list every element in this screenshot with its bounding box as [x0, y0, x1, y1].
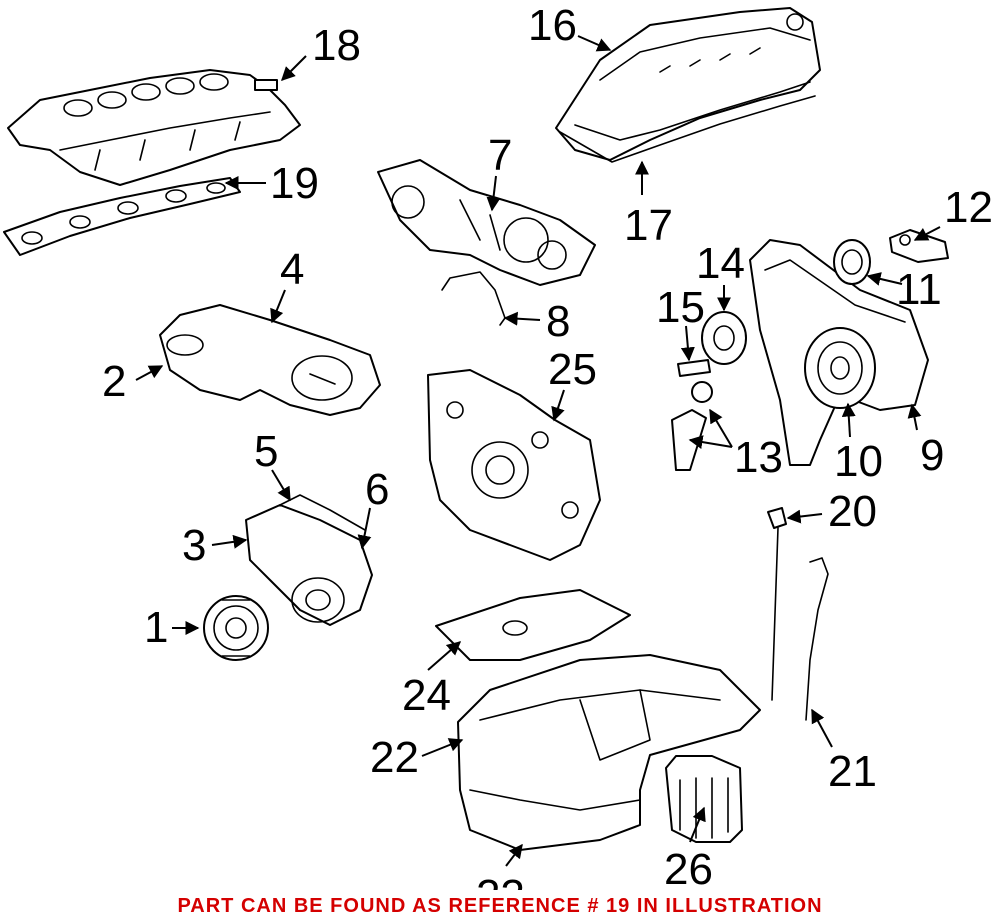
part-oil-baffle — [435, 589, 631, 661]
callout-22: 22 — [370, 733, 419, 782]
part-belt-pulley — [804, 327, 876, 409]
part-intake-gasket — [3, 177, 241, 256]
part-sensor — [671, 381, 713, 471]
part-dipstick — [767, 507, 787, 701]
part-bolt — [677, 359, 711, 377]
part-front-cover — [427, 369, 601, 561]
callout-14: 14 — [696, 239, 745, 288]
callout-11: 11 — [896, 265, 942, 314]
part-valve-cover-gasket — [559, 95, 816, 163]
callout-12: 12 — [944, 183, 993, 232]
footer-note: PART CAN BE FOUND AS REFERENCE # 19 IN I… — [177, 895, 822, 917]
callout-2: 2 — [102, 357, 126, 406]
callout-26: 26 — [664, 845, 713, 894]
part-dipstick-tube — [805, 557, 829, 721]
callout-15: 15 — [656, 283, 705, 332]
callout-19: 19 — [270, 159, 319, 208]
callout-17: 17 — [624, 201, 673, 250]
callout-7: 7 — [488, 131, 512, 180]
callout-9: 9 — [920, 431, 944, 480]
callout-1: 1 — [144, 603, 168, 652]
callout-6: 6 — [365, 465, 389, 514]
callout-3: 3 — [182, 521, 206, 570]
part-timing-cover-gasket — [441, 271, 506, 326]
callout-16: 16 — [528, 1, 577, 50]
callout-24: 24 — [402, 671, 451, 720]
leader-lines — [135, 35, 941, 867]
part-oil-pan — [457, 654, 761, 851]
callout-4: 4 — [280, 245, 304, 294]
footer-note-backdrop — [132, 890, 868, 922]
part-timing-cover-lower — [245, 494, 373, 626]
part-idler-pulley — [701, 311, 747, 365]
callout-21: 21 — [828, 747, 877, 796]
callout-10: 10 — [834, 437, 883, 486]
part-timing-belt-cover — [159, 304, 381, 416]
part-valve-cover — [555, 7, 821, 161]
callout-25: 25 — [548, 345, 597, 394]
part-intake-manifold — [7, 69, 301, 186]
callout-5: 5 — [254, 427, 278, 476]
part-bracket — [889, 229, 949, 263]
part-bushing — [833, 239, 871, 285]
part-oil-filter — [665, 755, 743, 843]
part-timing-cover-upper — [377, 159, 596, 286]
callout-8: 8 — [546, 297, 570, 346]
callout-13: 13 — [734, 433, 783, 482]
part-crank-pulley — [203, 595, 269, 661]
callout-18: 18 — [312, 21, 361, 70]
callout-20: 20 — [828, 487, 877, 536]
